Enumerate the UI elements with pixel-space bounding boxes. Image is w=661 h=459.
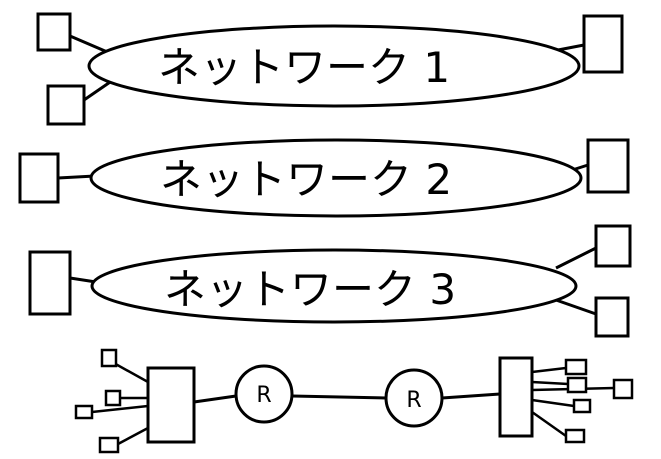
link <box>555 298 597 316</box>
link <box>555 246 597 270</box>
network-3: ネットワーク 3 <box>28 224 632 338</box>
network-label: ネットワーク 2 <box>160 155 452 204</box>
host-node <box>586 138 630 194</box>
link <box>69 276 97 284</box>
host-node <box>566 376 588 394</box>
network-2: ネットワーク 2 <box>18 138 630 218</box>
host-node <box>612 378 634 400</box>
link <box>117 426 149 446</box>
link <box>57 174 96 180</box>
host-node <box>18 152 60 204</box>
router-label: R <box>406 388 421 413</box>
link <box>531 366 567 374</box>
network-1: ネットワーク 1 <box>36 12 624 126</box>
router <box>234 364 294 424</box>
link <box>531 398 575 408</box>
host-node <box>46 84 86 126</box>
network-ellipse <box>89 138 583 218</box>
link <box>531 410 567 438</box>
host-node <box>572 398 592 414</box>
link <box>291 394 387 400</box>
host-node <box>564 358 588 376</box>
host-node <box>28 250 72 316</box>
network-label: ネットワーク 3 <box>164 265 456 314</box>
host-node <box>100 348 118 368</box>
link <box>193 394 237 404</box>
host-node <box>36 12 72 52</box>
host-node <box>594 296 630 338</box>
link <box>441 392 501 400</box>
router-topology: R R <box>74 348 634 454</box>
switch-node <box>146 366 196 444</box>
network-label: ネットワーク 1 <box>158 43 450 92</box>
link <box>111 360 149 384</box>
host-node <box>104 389 122 407</box>
host-node <box>582 14 624 74</box>
switch-node <box>498 356 534 438</box>
host-node <box>98 436 120 454</box>
link <box>557 43 585 52</box>
network-ellipse <box>90 248 578 324</box>
host-node <box>594 224 632 268</box>
host-node <box>74 404 94 420</box>
router-label: R <box>256 383 271 408</box>
link <box>91 404 149 414</box>
host-node <box>564 428 586 444</box>
link <box>531 380 569 386</box>
network-ellipse <box>87 24 581 108</box>
